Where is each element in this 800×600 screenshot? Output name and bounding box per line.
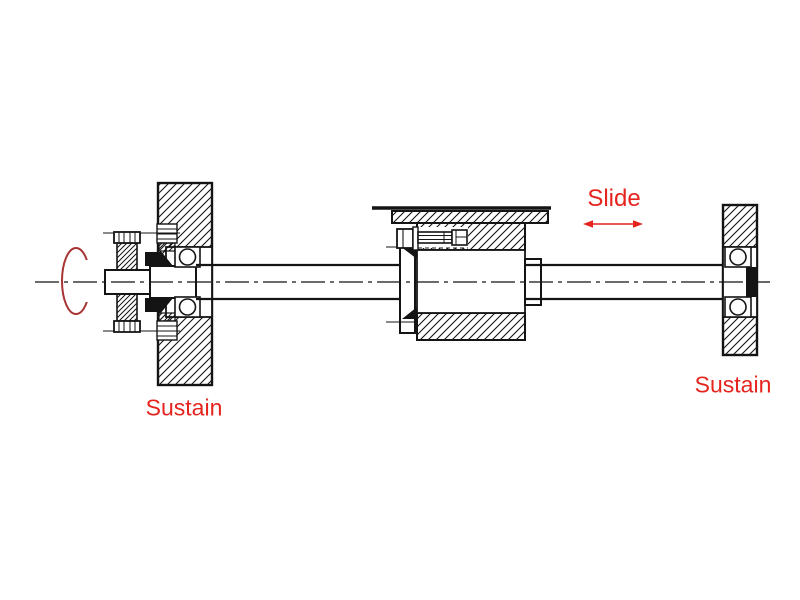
sustain-label-right: Sustain: [694, 371, 772, 398]
shaft-lock-nuts: [145, 250, 173, 314]
bearing-cover-bolt-top: [156, 223, 178, 252]
sustain-label-left: Sustain: [145, 394, 223, 421]
slide-direction-arrow-icon: [583, 220, 643, 228]
pulley: [113, 231, 141, 333]
rotation-indicator-icon: [61, 247, 95, 315]
slide-label: Slide: [587, 185, 641, 212]
lead-screw-shaft: [196, 263, 747, 301]
flange-bolt: [396, 226, 468, 251]
slider-nut-assembly: [372, 206, 551, 341]
bearing-cover-bolt-bottom: [156, 312, 178, 341]
left-ball-bearing: [174, 246, 201, 318]
